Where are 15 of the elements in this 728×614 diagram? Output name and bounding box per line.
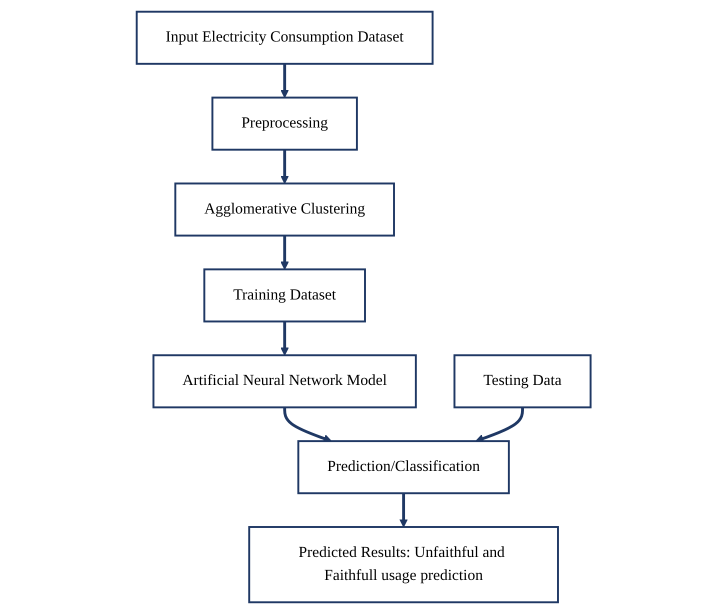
- node-box: Prediction/Classification: [298, 440, 510, 494]
- arrow: [284, 407, 332, 443]
- node-box: Preprocessing: [212, 96, 358, 151]
- node-box: Testing Data: [454, 354, 592, 408]
- node-box: Training Dataset: [204, 268, 366, 322]
- arrow: [476, 407, 524, 443]
- arrow: [280, 64, 290, 98]
- node-box: Input Electricity Consumption Dataset: [136, 10, 434, 65]
- node-box: Artificial Neural Network Model: [152, 354, 418, 408]
- arrow: [280, 321, 290, 356]
- arrow: [400, 493, 408, 528]
- arrow: [280, 150, 290, 184]
- arrow: [280, 236, 290, 270]
- node-box: Agglomerative Clustering: [174, 182, 396, 237]
- node-box: Predicted Results: Unfaithful and Faithfull usage prediction: [248, 526, 560, 604]
